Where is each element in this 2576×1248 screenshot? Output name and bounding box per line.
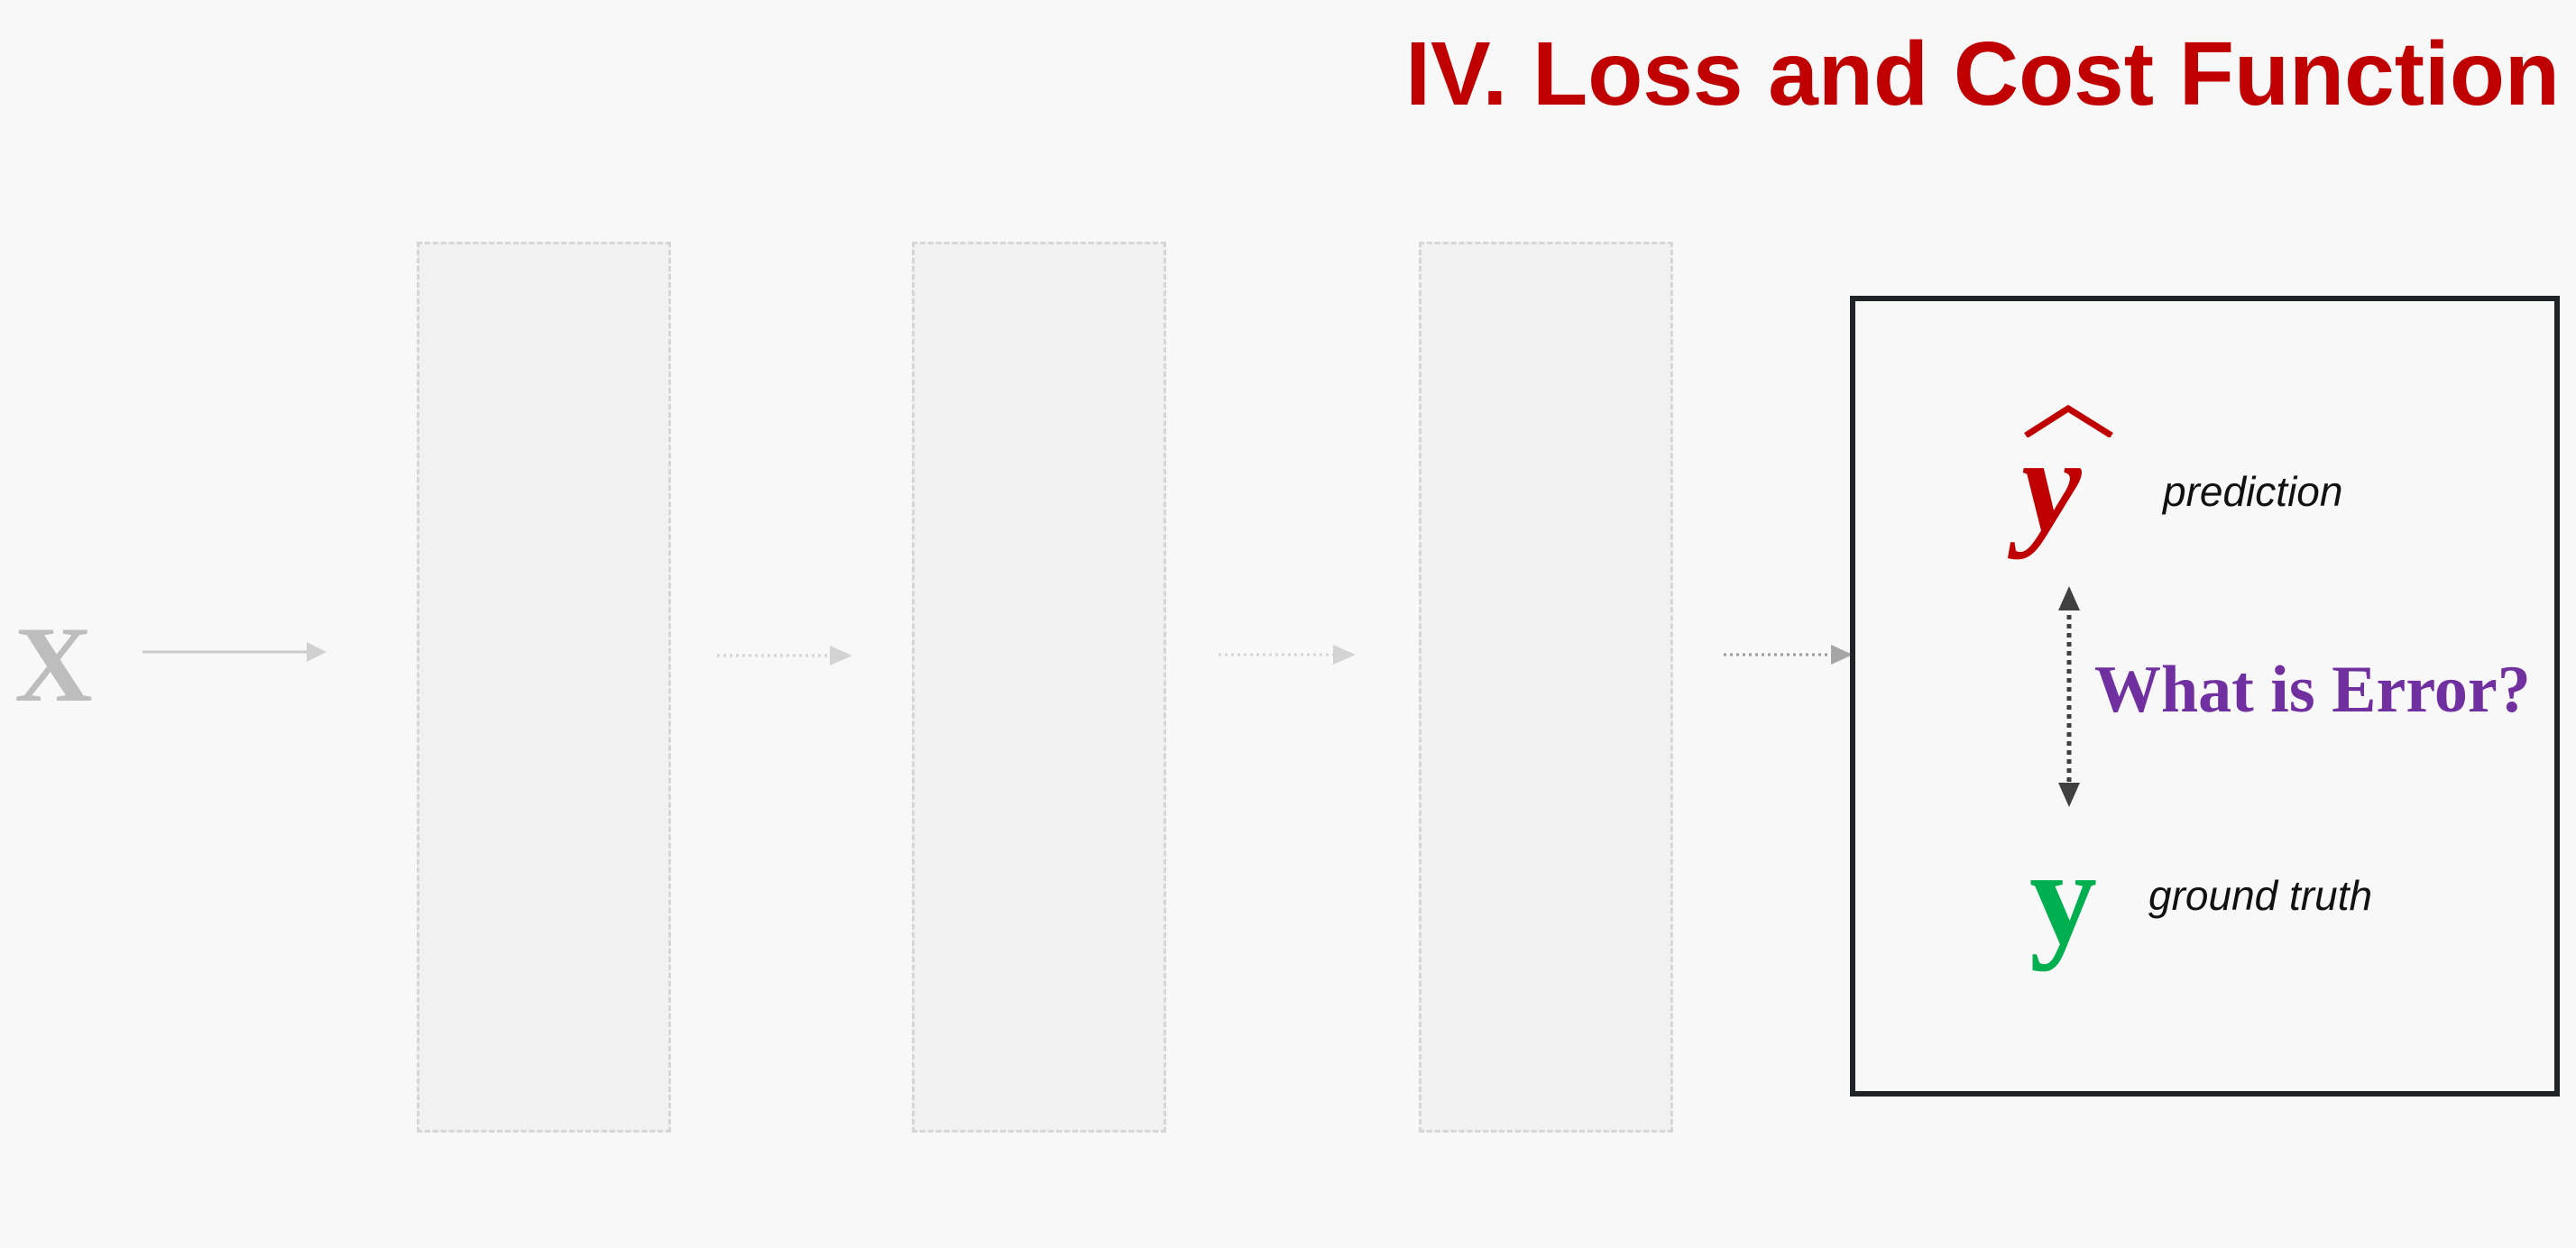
error-double-arrow — [2058, 586, 2080, 807]
arrow-layer1-to-layer2 — [717, 646, 852, 665]
output-box — [1850, 296, 2560, 1097]
arrow-layer2-to-layer3 — [1219, 645, 1356, 665]
input-arrow — [143, 642, 327, 662]
hat-caret-icon — [2024, 404, 2113, 437]
prediction-symbol: y — [2021, 410, 2082, 560]
error-question: What is Error? — [2094, 653, 2531, 727]
ground-truth-symbol: y — [2029, 822, 2097, 972]
ground-truth-label: ground truth — [2148, 872, 2373, 919]
slide-title: IV. Loss and Cost Function — [1405, 23, 2560, 124]
prediction-label: prediction — [2163, 468, 2343, 515]
prediction-y-hat: y — [2021, 401, 2116, 559]
hidden-layer-placeholder-1 — [417, 242, 671, 1133]
arrow-layer3-to-output — [1724, 645, 1853, 665]
input-x-label: X — [14, 604, 93, 724]
hidden-layer-placeholder-3 — [1419, 242, 1673, 1133]
hidden-layer-placeholder-2 — [912, 242, 1166, 1133]
